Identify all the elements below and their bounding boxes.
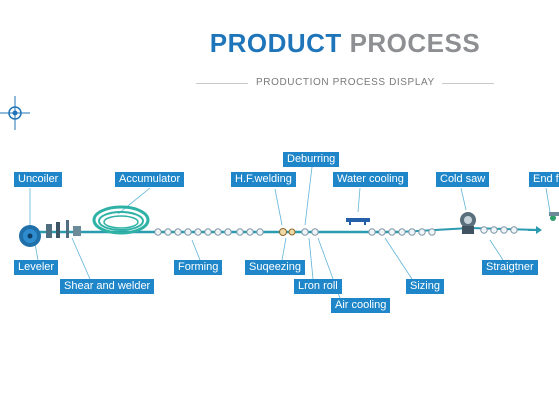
label-shear-and-welder: Shear and welder	[60, 279, 155, 294]
forming-rolls	[154, 228, 264, 236]
label-water-cooling: Water cooling	[333, 172, 408, 187]
label-forming: Forming	[174, 260, 223, 275]
label-hf-welding: H.F.welding	[231, 172, 296, 187]
accumulator-machine	[92, 205, 150, 235]
page-subtitle: PRODUCTION PROCESS DISPLAY	[256, 77, 435, 88]
uncoiler-machine	[19, 225, 41, 247]
output-arrow-icon	[528, 226, 542, 234]
end-forming-machine	[549, 212, 559, 221]
subtitle-divider-left	[196, 83, 248, 84]
label-cold-saw: Cold saw	[436, 172, 490, 187]
label-straightener: Straigtner	[482, 260, 538, 275]
water-cooling-trough	[346, 218, 370, 225]
title-process: PROCESS	[349, 28, 481, 58]
welding-rolls	[279, 228, 296, 236]
cold-saw-machine	[460, 212, 476, 234]
label-accumulator: Accumulator	[115, 172, 185, 187]
straightener-rolls	[480, 226, 518, 234]
label-leveler: Leveler	[14, 260, 59, 275]
label-suqeezing: Suqeezing	[245, 260, 305, 275]
label-deburring: Deburring	[283, 152, 340, 167]
label-iron-roll: Lron roll	[294, 279, 342, 294]
label-end-forming: End f	[529, 172, 559, 187]
sizing-rolls	[301, 228, 436, 236]
label-sizing: Sizing	[406, 279, 444, 294]
page-title: PRODUCT PROCESS	[0, 28, 559, 59]
title-product: PRODUCT	[209, 28, 342, 58]
leveler-machine	[46, 220, 81, 238]
label-air-cooling: Air cooling	[331, 298, 391, 313]
subtitle-divider-right	[442, 83, 494, 84]
label-uncoiler: Uncoiler	[14, 172, 63, 187]
crosshair-icon	[0, 96, 30, 130]
